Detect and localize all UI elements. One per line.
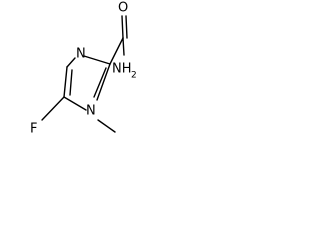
bond-carbonyl-amide-nitrogen <box>122 37 125 56</box>
bond-carbonyl-oxygen-double <box>125 15 128 39</box>
atom-label-ring-nitrogen-top: N <box>76 47 86 62</box>
bond-n3-c2 <box>83 55 111 65</box>
bond-carbonyl-oxygen <box>121 15 124 39</box>
bond-c4-n3 <box>66 57 76 68</box>
atom-label-amide-nitrogen-subscript: 2 <box>131 71 137 81</box>
bond-c5-c4 <box>63 66 68 98</box>
bond-c2-n1-double-inner <box>93 67 107 98</box>
chemical-structure-diagram: O NH 2 N N F <box>30 1 137 137</box>
atom-label-oxygen: O <box>118 1 128 16</box>
atom-label-ring-nitrogen-methyl: N <box>86 104 96 119</box>
bond-c2-carbonyl <box>109 37 124 65</box>
bond-c2-n1 <box>96 63 111 101</box>
atom-label-amide-nitrogen: NH <box>112 62 132 77</box>
bond-c5-fluorine <box>41 96 65 121</box>
atom-label-fluorine: F <box>30 122 37 137</box>
bond-c5-c4-double-inner <box>69 69 73 96</box>
bond-n1-methyl <box>97 119 116 133</box>
bond-n1-c5 <box>63 96 87 111</box>
